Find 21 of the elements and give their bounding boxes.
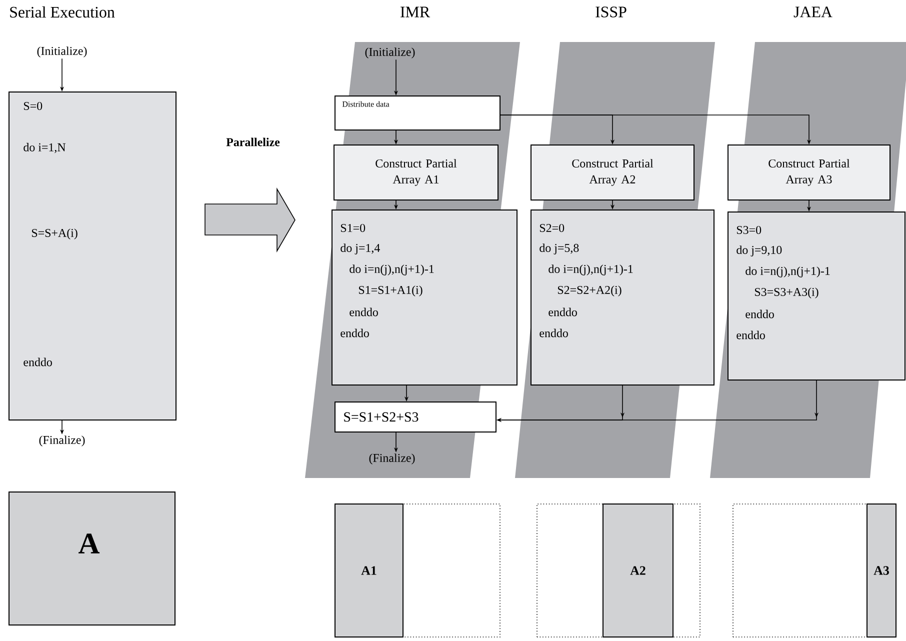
code-box: S2=0 do j=5,8 do i=n(j),n(j+1)-1 S2=S2+A2(i) enddo enddo <box>530 210 714 386</box>
array-block: A2 <box>602 504 674 638</box>
code-box: S1=0 do j=1,4 do i=n(j),n(j+1)-1 S1=S1+A1(i) enddo enddo <box>332 210 518 386</box>
process-box: S=S1+S2+S3 <box>334 402 496 432</box>
code-box: S3=0 do j=9,10 do i=n(j),n(j+1)-1 S3=S3+A3(i) enddo enddo <box>728 212 906 380</box>
column-heading: JAEA <box>794 6 832 18</box>
column-heading: Serial Execution <box>10 6 115 18</box>
step-label: (Finalize) <box>39 436 85 446</box>
step-label: (Initialize) <box>365 48 415 58</box>
column-heading: ISSP <box>596 6 626 18</box>
process-box: Construct Partial Array A1 <box>334 144 498 200</box>
array-block: A3 <box>866 504 896 638</box>
process-box: Construct Partial Array A2 <box>530 144 694 200</box>
array-block: A1 <box>334 504 404 638</box>
arrow-label: Parallelize <box>226 138 280 146</box>
step-label: (Finalize) <box>369 454 415 464</box>
column-heading: IMR <box>400 6 430 18</box>
array-block: A <box>8 492 176 626</box>
code-box: S=0 do i=1,N S=S+A(i) enddo <box>8 92 176 420</box>
process-box: Construct Partial Array A3 <box>728 144 890 200</box>
step-label: (Initialize) <box>37 46 87 58</box>
